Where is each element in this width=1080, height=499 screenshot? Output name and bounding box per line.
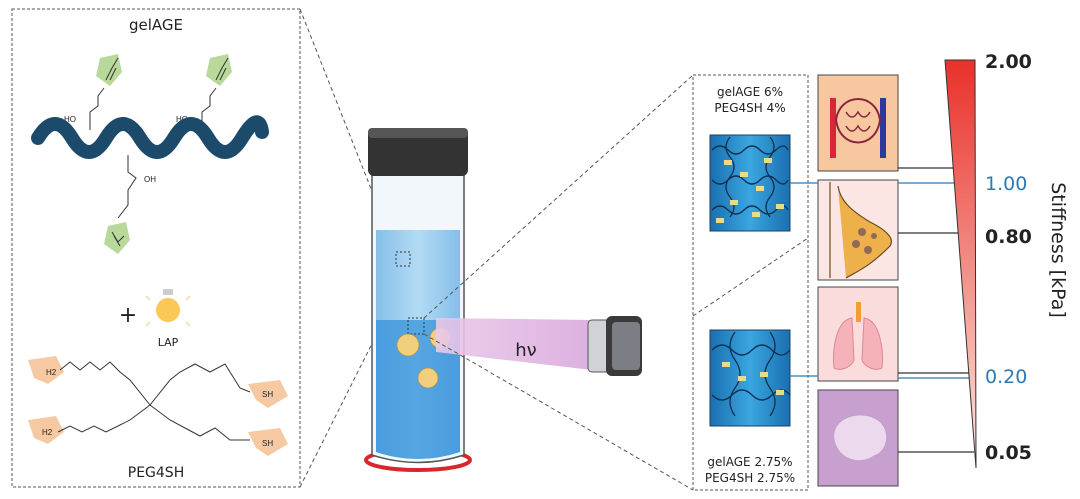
- gelage-side-chains: [89, 57, 229, 247]
- peg-end-label: SH: [262, 439, 273, 448]
- breast-icon: [817, 179, 899, 281]
- zoom-lines-right: [423, 74, 809, 491]
- light-beam: [436, 318, 592, 370]
- thiol-end-icons: [28, 356, 288, 456]
- kidney-glomerulus-icon: [817, 74, 899, 172]
- tick-1.00: 1.00: [985, 173, 1027, 195]
- peg-arms: [57, 361, 251, 441]
- peg-end-label: H2: [42, 428, 53, 437]
- vial-cap: [368, 128, 468, 176]
- light-source-icon: [587, 316, 642, 376]
- stiffness-gradient-wedge: [944, 59, 977, 469]
- peg-end-label: H2: [46, 368, 57, 377]
- tick-2.00: 2.00: [985, 51, 1032, 73]
- peg-end-label: SH: [262, 390, 273, 399]
- stiffness-axis-label: Stiffness [kPa]: [1047, 182, 1069, 318]
- organ-tiles: [817, 74, 899, 487]
- vial: [364, 128, 472, 472]
- low-formulation-line: gelAGE 2.75%: [707, 455, 792, 469]
- gelatin-backbone: [31, 115, 269, 159]
- peg4sh-title: PEG4SH: [128, 465, 184, 481]
- dense-network-image: [709, 134, 791, 232]
- formulation-panel-border: [692, 74, 809, 491]
- connector-lines: [790, 167, 974, 453]
- stiffness-scale: 2.00 1.00 0.80 0.20 0.05 Stiffness [kPa]: [944, 51, 1069, 469]
- gelage-title: gelAGE: [129, 16, 183, 34]
- tick-0.05: 0.05: [985, 442, 1032, 464]
- lightbulb-icon: [145, 289, 191, 327]
- lung-icon: [817, 286, 899, 382]
- lap-label: LAP: [158, 336, 179, 349]
- high-formulation-line: gelAGE 6%: [717, 85, 783, 99]
- light-label: hν: [515, 340, 536, 361]
- precursor-panel-border: [11, 8, 301, 488]
- low-formulation-line: PEG4SH 2.75%: [705, 471, 795, 485]
- formulation-panel: gelAGE 6% PEG4SH 4% gelAGE 2.75% PEG4SH …: [692, 74, 809, 491]
- hydroxyl-label: HO: [64, 115, 76, 124]
- hydroxyl-label: OH: [144, 175, 156, 184]
- plus-sign: +: [119, 303, 137, 328]
- brain-icon: [817, 389, 899, 487]
- precursor-panel: gelAGE HO HO OH + LAP: [11, 8, 301, 488]
- tick-0.80: 0.80: [985, 226, 1032, 248]
- cell-spheroids: [396, 327, 451, 389]
- sparse-network-image: [709, 329, 791, 427]
- high-formulation-line: PEG4SH 4%: [714, 101, 785, 115]
- tick-0.20: 0.20: [985, 366, 1027, 388]
